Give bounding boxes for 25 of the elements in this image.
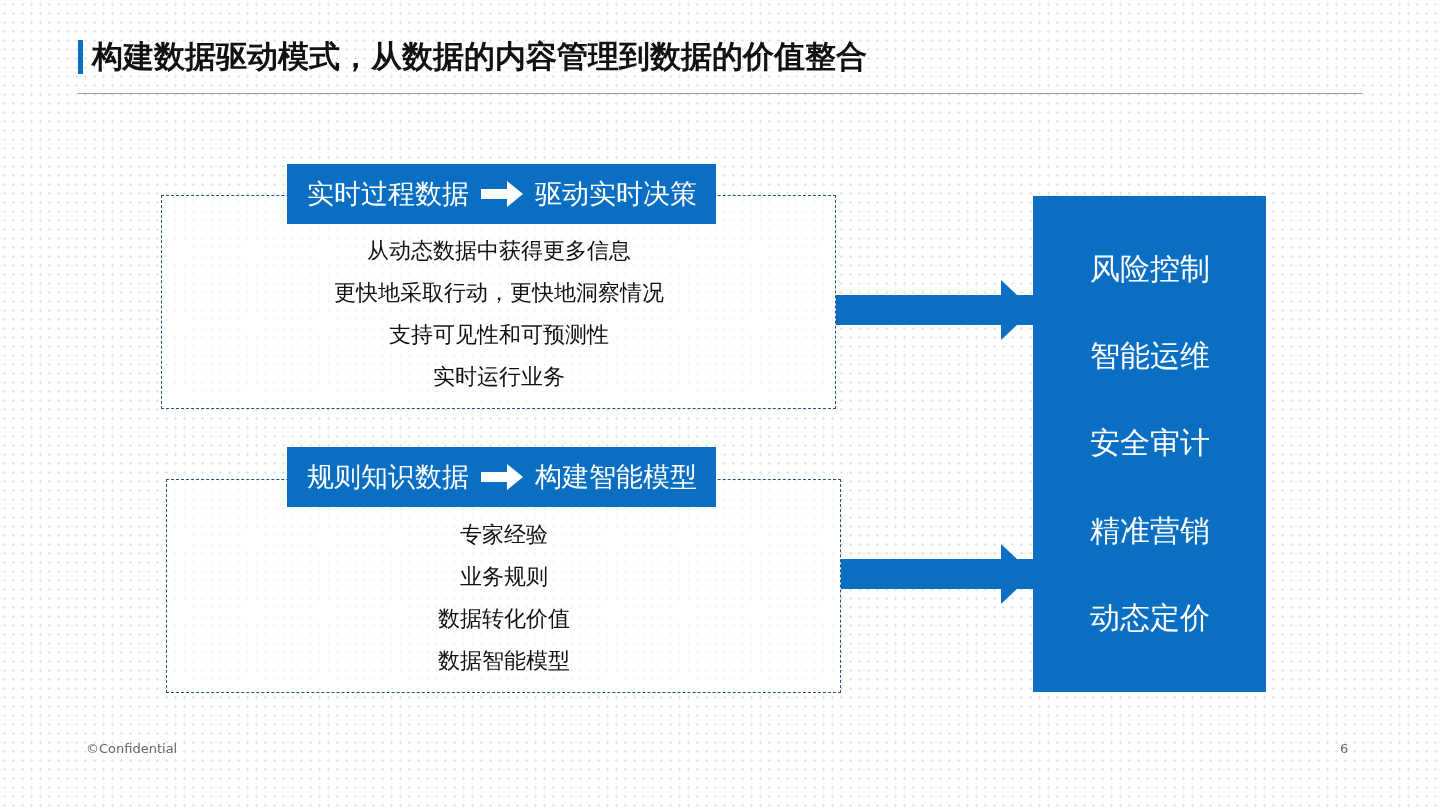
header-banner bbox=[287, 164, 716, 224]
banner-text: 构建智能模型 bbox=[534, 460, 697, 494]
bullet-text: 从动态数据中获得更多信息 bbox=[366, 237, 631, 265]
slide-title: 构建数据驱动模式，从数据的内容管理到数据的价值整合 bbox=[92, 37, 867, 76]
banner-text: 规则知识数据 bbox=[306, 460, 469, 494]
bullet-text: 专家经验 bbox=[459, 521, 548, 549]
result-item: 动态定价 bbox=[1089, 598, 1210, 637]
result-item: 安全审计 bbox=[1089, 424, 1210, 463]
bullet-text: 实时运行业务 bbox=[432, 363, 565, 391]
bullet-text: 业务规则 bbox=[459, 563, 548, 591]
bullet-text: 数据转化价值 bbox=[437, 605, 570, 633]
result-item: 智能运维 bbox=[1089, 337, 1210, 376]
header-banner bbox=[287, 447, 716, 507]
result-panel bbox=[1033, 196, 1266, 692]
bullet-text: 更快地采取行动，更快地洞察情况 bbox=[333, 279, 664, 307]
footer-note: ©Confidential bbox=[86, 741, 178, 756]
bullet-text: 数据智能模型 bbox=[437, 647, 570, 675]
bullet-text: 支持可见性和可预测性 bbox=[388, 321, 609, 349]
block-arrow bbox=[836, 280, 1033, 340]
result-item: 风险控制 bbox=[1089, 250, 1210, 289]
result-item: 精准营销 bbox=[1089, 511, 1210, 550]
banner-text: 驱动实时决策 bbox=[534, 177, 697, 211]
block-arrow bbox=[841, 544, 1033, 604]
banner-text: 实时过程数据 bbox=[306, 177, 469, 211]
page-number: 6 bbox=[1340, 741, 1349, 756]
